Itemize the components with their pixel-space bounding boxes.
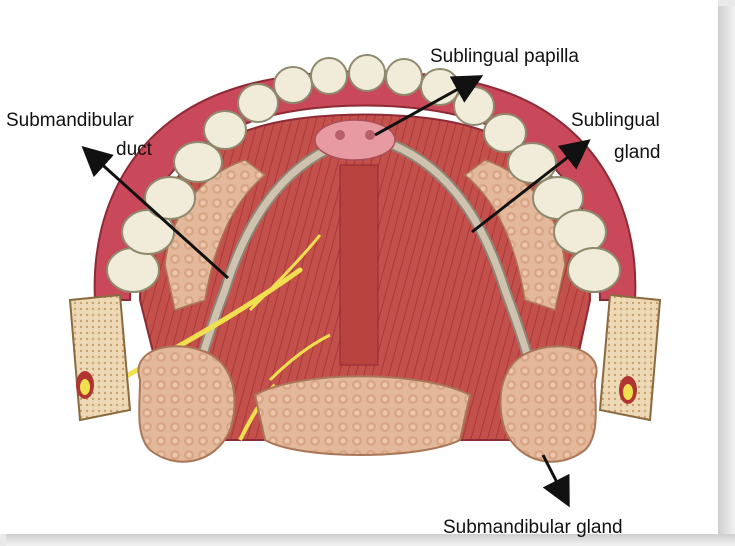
mandible-cut-right <box>600 295 660 420</box>
submandibular-gland-right <box>500 346 596 461</box>
label-submandibular-duct-line1: Submandibular <box>6 108 134 134</box>
genioglossus-midline <box>340 165 378 365</box>
label-sublingual-gland-line1: Sublingual <box>571 108 660 134</box>
sublingual-papilla <box>315 120 395 160</box>
hyoid-bone <box>255 376 470 455</box>
label-sublingual-papilla: Sublingual papilla <box>430 44 579 70</box>
label-submandibular-gland: Submandibular gland <box>443 515 623 541</box>
submandibular-gland-left <box>138 346 234 461</box>
mandible-cut-left <box>70 295 130 420</box>
label-submandibular-duct-line2: duct <box>116 137 152 163</box>
label-sublingual-gland-line2: gland <box>614 140 661 166</box>
